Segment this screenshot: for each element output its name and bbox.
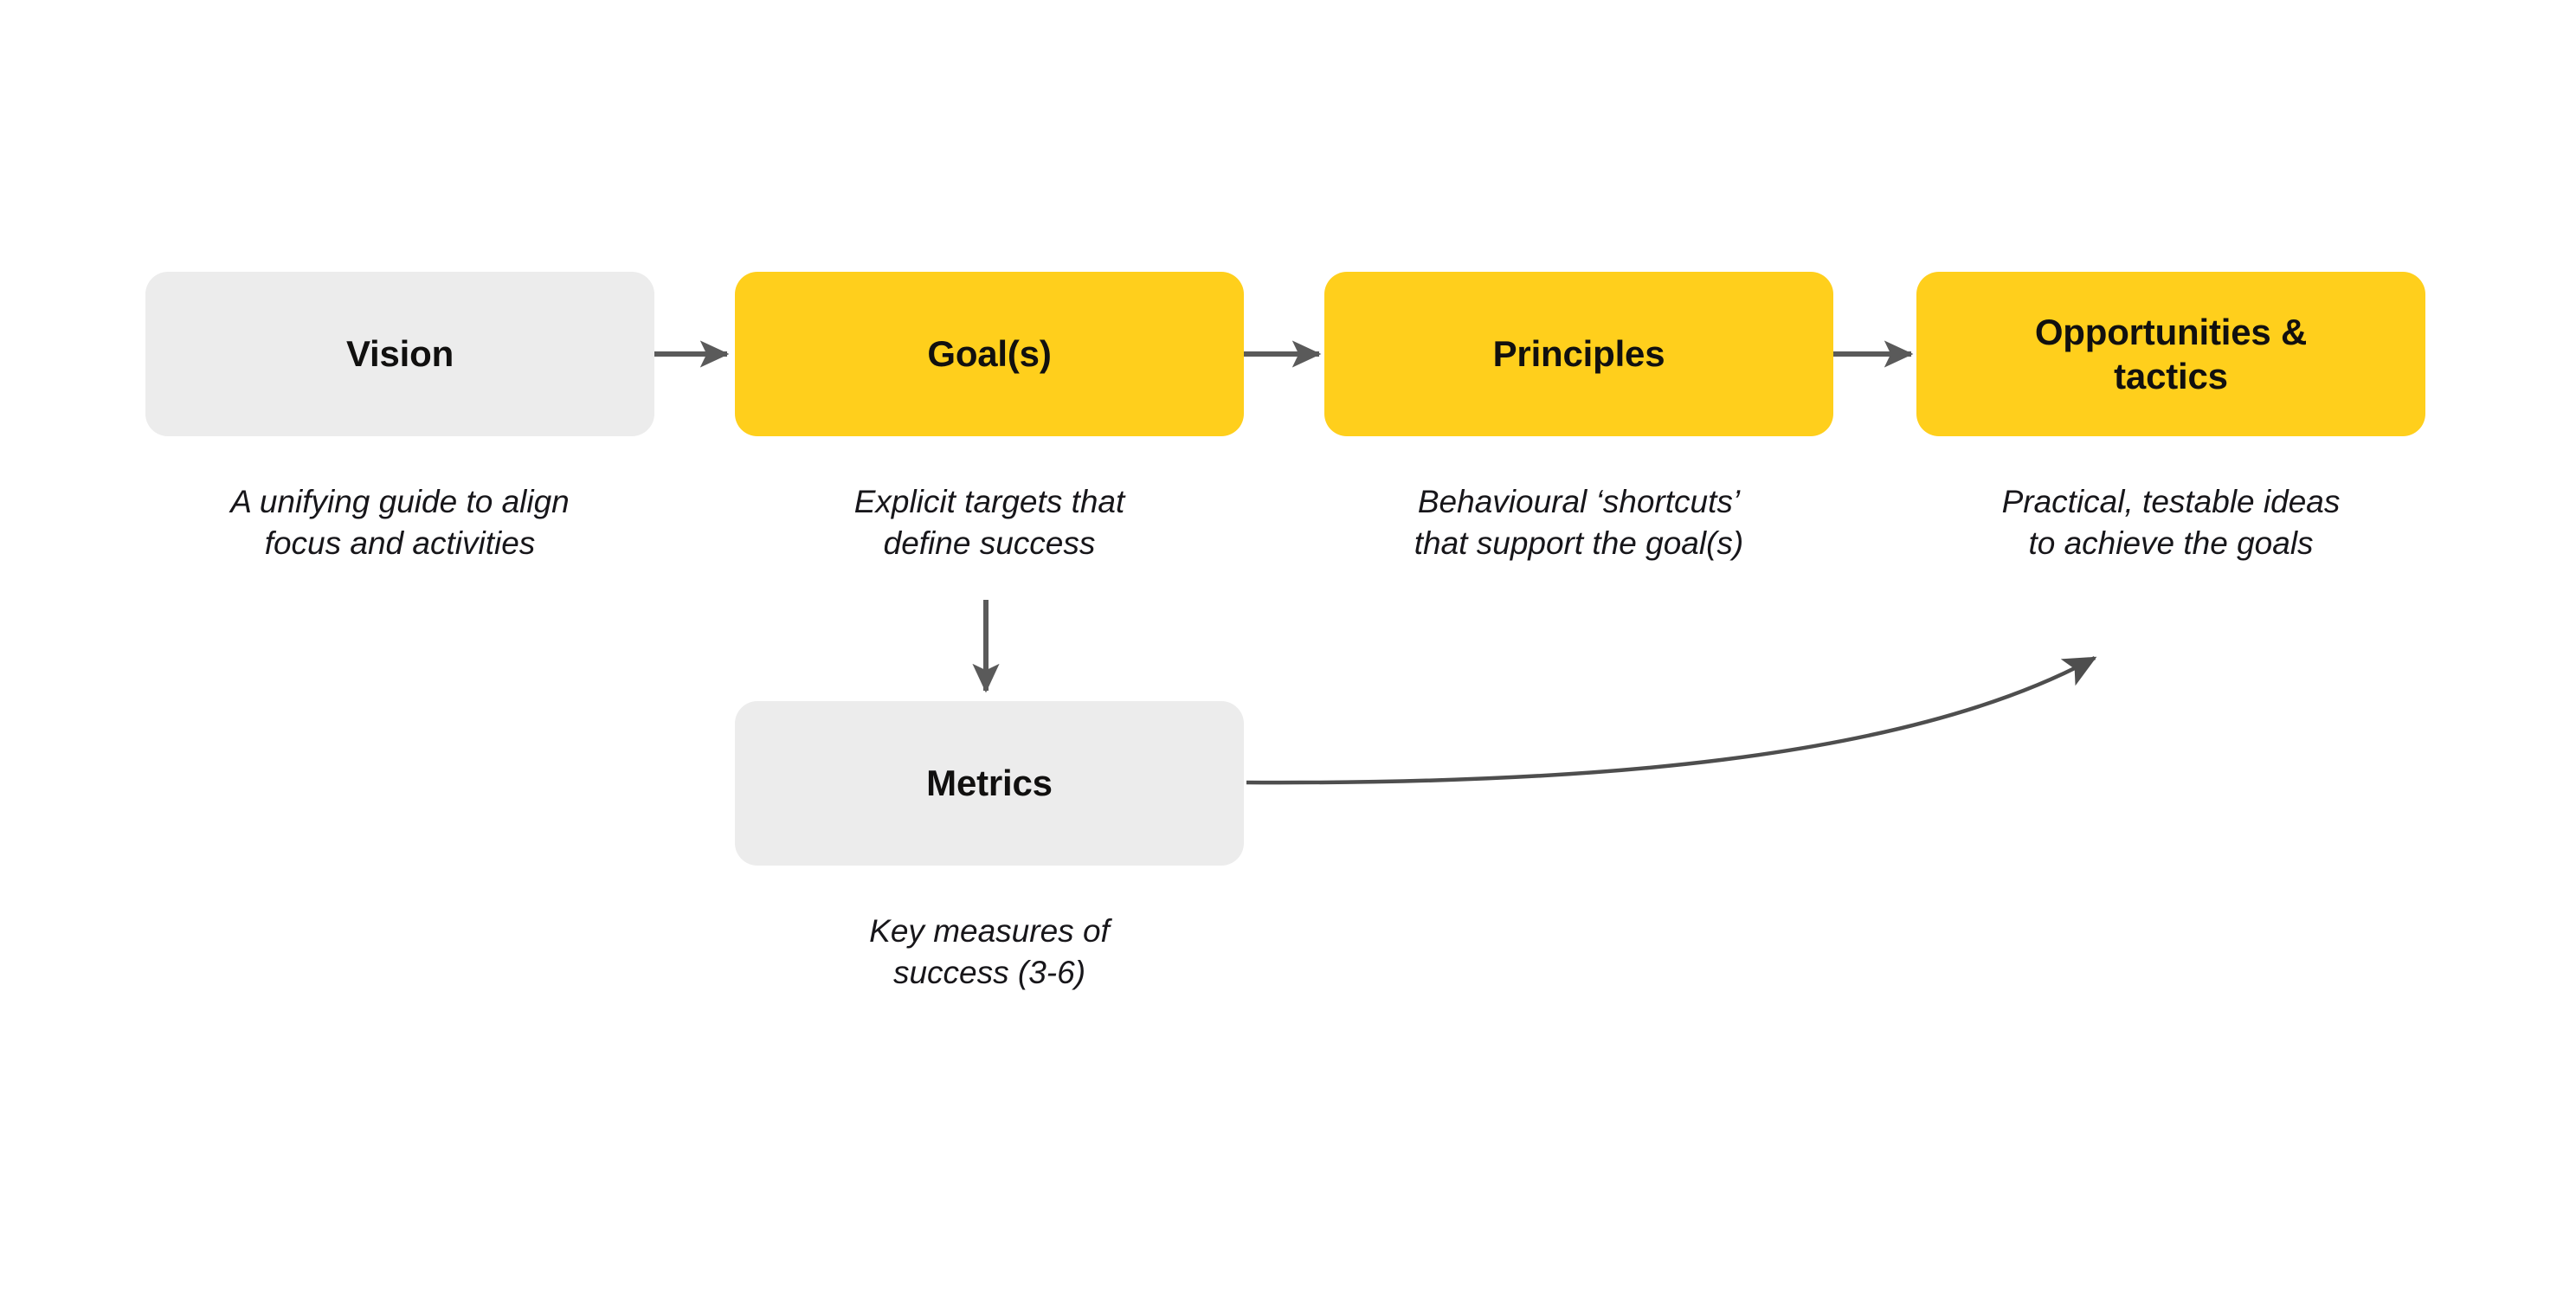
caption-goals: Explicit targets that define success [853, 484, 1125, 562]
node-vision-label: Vision [345, 333, 454, 375]
node-goals[interactable]: Goal(s) [735, 272, 1244, 436]
node-opportunities-label: Opportunities & tactics [2034, 311, 2308, 396]
node-metrics[interactable]: Metrics [735, 701, 1244, 866]
caption-principles: Behavioural ‘shortcuts’ that support the… [1414, 484, 1744, 562]
arrow-metrics-to-opportunities [1246, 656, 2097, 785]
node-principles[interactable]: Principles [1324, 272, 1833, 436]
caption-vision: A unifying guide to align focus and acti… [230, 484, 570, 562]
node-metrics-label: Metrics [926, 763, 1053, 804]
node-principles-label: Principles [1492, 333, 1665, 375]
caption-opportunities: Practical, testable ideas to achieve the… [2001, 484, 2341, 562]
node-vision[interactable]: Vision [145, 272, 654, 436]
node-opportunities[interactable]: Opportunities & tactics [1916, 272, 2425, 436]
caption-metrics: Key measures of success (3-6) [869, 913, 1110, 991]
node-goals-label: Goal(s) [927, 333, 1052, 375]
